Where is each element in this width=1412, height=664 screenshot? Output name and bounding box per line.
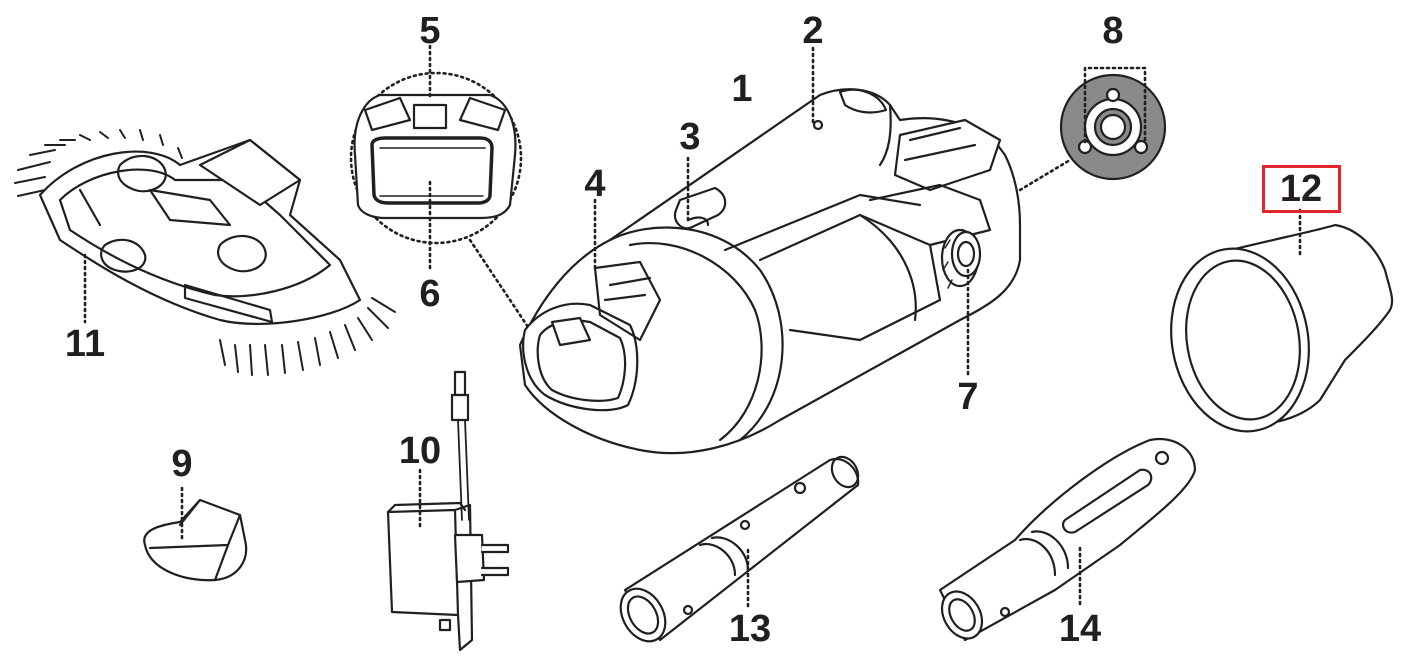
callout-14: 14 (1058, 608, 1102, 650)
callout-12: 12 (1279, 168, 1323, 210)
callout-8: 8 (1102, 10, 1124, 52)
callout-7: 7 (957, 376, 979, 418)
part-11-brush-head (14, 129, 396, 376)
part-9-clip (143, 498, 248, 582)
part-8-disc (1059, 66, 1167, 181)
callout-10: 10 (398, 430, 442, 472)
callout-5: 5 (419, 10, 441, 52)
callout-1: 1 (731, 68, 753, 110)
callout-11: 11 (64, 323, 106, 365)
part-12-bag (1170, 223, 1394, 433)
callout-3: 3 (679, 116, 701, 158)
callout-12-highlight (1262, 165, 1341, 213)
part-1-main-body (518, 88, 1072, 455)
callout-4: 4 (584, 163, 606, 205)
callout-leaders (83, 44, 1302, 610)
callout-13: 13 (728, 608, 772, 650)
part-14-wand (938, 437, 1197, 642)
callout-6: 6 (419, 273, 441, 315)
callout-9: 9 (171, 443, 193, 485)
part-13-extension-tube (619, 455, 860, 643)
part-5-6-filter-detail (349, 71, 542, 347)
part-10-charger (386, 370, 510, 652)
callout-2: 2 (802, 10, 824, 52)
